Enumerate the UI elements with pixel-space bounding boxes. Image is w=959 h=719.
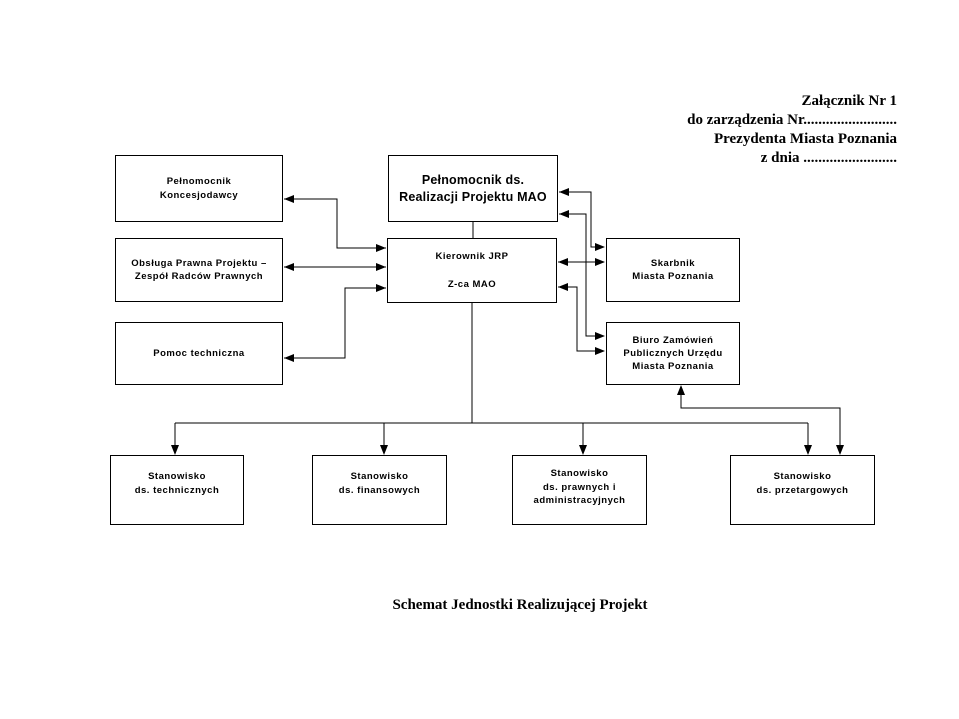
connector-mao-skarbnik — [559, 188, 605, 251]
node-label-line: ds. technicznych — [134, 484, 220, 496]
connector-biuro-przetargowe — [677, 385, 844, 455]
node-biuro-zamowien: Biuro Zamówień Publicznych Urzędu Miasta… — [606, 322, 740, 385]
attachment-note-line-2: do zarządzenia Nr.......................… — [687, 112, 897, 128]
node-obsluga-prawna: Obsługa Prawna Projektu – Zespół Radców … — [115, 238, 283, 302]
connector-obsluga-kierownik — [284, 263, 386, 271]
node-label-line: Stanowisko — [773, 471, 832, 482]
attachment-note-line-3: Prezydenta Miasta Poznania — [713, 131, 897, 147]
node-label-line: Biuro Zamówień — [632, 335, 714, 346]
node-stanowisko-przetargowe: Stanowisko ds. przetargowych — [730, 455, 875, 525]
node-label-line: Miasta Poznania — [632, 271, 714, 282]
node-label-line: Zespół Radców Prawnych — [134, 271, 264, 282]
node-label-line: Skarbnik — [650, 257, 696, 269]
node-label-line: Pomoc techniczna — [153, 347, 245, 359]
node-label-line: Stanowisko — [350, 471, 409, 482]
node-label-line: Pełnomocnik ds. — [421, 172, 525, 187]
node-label-line: administracyjnych — [533, 495, 626, 506]
node-label-line: Kierownik JRP — [435, 251, 509, 262]
connector-kierownik-distribution — [171, 303, 812, 455]
node-kierownik-jrp: Kierownik JRP Z-ca MAO — [387, 238, 557, 303]
node-skarbnik: Skarbnik Miasta Poznania — [606, 238, 740, 302]
connector-koncesjodawcy-kierownik — [284, 195, 386, 252]
node-label-line: ds. prawnych i — [543, 481, 616, 493]
node-label-line: Stanowisko — [148, 471, 206, 482]
diagram-caption: Schemat Jednostki Realizującej Projekt — [392, 597, 648, 613]
node-label-line: Obsługa Prawna Projektu – — [131, 257, 267, 269]
node-stanowisko-techniczne: Stanowisko ds. technicznych — [110, 455, 244, 525]
node-pelnomocnik-mao: Pełnomocnik ds. Realizacji Projektu MAO — [388, 155, 558, 222]
connector-kierownik-skarbnik — [558, 258, 605, 266]
node-label-line: ds. przetargowych — [756, 484, 849, 496]
node-stanowisko-prawne: Stanowisko ds. prawnych i administracyjn… — [512, 455, 647, 525]
node-label-line: Stanowisko — [550, 468, 609, 479]
node-pelnomocnik-koncesjodawcy: Pełnomocnik Koncesjodawcy — [115, 155, 283, 222]
node-label-line: ds. finansowych — [338, 484, 421, 496]
attachment-note: Załącznik Nr 1 do zarządzenia Nr........… — [687, 92, 897, 168]
attachment-note-line-4: z dnia ......................... — [760, 150, 897, 166]
attachment-note-line-1: Załącznik Nr 1 — [801, 93, 897, 109]
node-label-line: Pełnomocnik — [166, 176, 232, 187]
node-label-line: Z-ca MAO — [447, 278, 497, 290]
node-pomoc-techniczna: Pomoc techniczna — [115, 322, 283, 385]
node-label-line: Realizacji Projektu MAO — [399, 189, 547, 204]
connector-mao-biuro — [559, 210, 605, 340]
node-label-line: Miasta Poznania — [632, 361, 714, 372]
node-label-line: Koncesjodawcy — [159, 189, 239, 201]
connector-kierownik-pomoc — [284, 284, 386, 362]
connector-kierownik-biuro — [558, 283, 605, 355]
node-label-line: Publicznych Urzędu — [623, 348, 723, 359]
node-stanowisko-finansowe: Stanowisko ds. finansowych — [312, 455, 447, 525]
